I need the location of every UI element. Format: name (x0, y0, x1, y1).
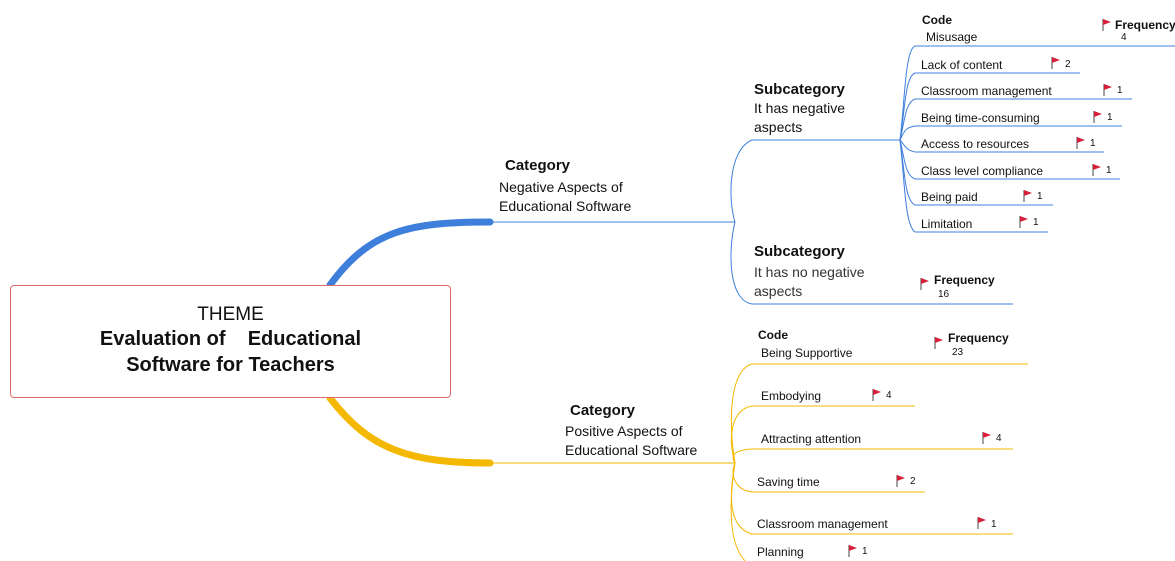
code-count: 1 (862, 546, 868, 557)
flag-icon (934, 337, 943, 349)
code-count: 1 (1090, 138, 1096, 149)
code-label[interactable]: Lack of content (921, 58, 1003, 72)
code-count: 2 (1065, 59, 1071, 70)
flag-icon (1102, 19, 1111, 31)
positive-category-line2: Educational Software (565, 442, 698, 458)
positive-category-header: Category (570, 402, 636, 419)
code-label[interactable]: Attracting attention (761, 432, 862, 446)
code-count: 2 (910, 476, 916, 487)
code-label[interactable]: Classroom management (757, 517, 888, 531)
positive-category-line1: Positive Aspects of (565, 423, 683, 439)
negative-code-underlines (915, 45, 1175, 233)
flag-icon (896, 475, 905, 487)
code-label[interactable]: Planning (757, 545, 804, 559)
flag-icon (977, 517, 986, 529)
flag-icon (1023, 190, 1032, 202)
sub2-frequency-header: Frequency (934, 273, 995, 287)
negative-sub2-line2: aspects (754, 283, 803, 299)
theme-node[interactable]: THEME Evaluation of Educational Software… (10, 285, 451, 398)
code-count: 1 (1107, 112, 1113, 123)
negative-sub1-line1: It has negative (754, 100, 846, 116)
negative-sub2-header: Subcategory (754, 243, 845, 260)
flag-icon (920, 278, 929, 290)
code-label[interactable]: Embodying (761, 389, 822, 403)
code-label[interactable]: Access to resources (921, 137, 1030, 151)
flag-icon (872, 389, 881, 401)
negative-code-connectors (899, 45, 916, 233)
code-label[interactable]: Being time-consuming (921, 111, 1040, 125)
code-count: 1 (1106, 165, 1112, 176)
negative-code-header: Code (922, 13, 952, 27)
code-count: 4 (1121, 32, 1127, 43)
negative-main-branch (326, 218, 494, 289)
negative-category-line2: Educational Software (499, 198, 632, 214)
flag-icon (1076, 137, 1085, 149)
code-label[interactable]: Being Supportive (761, 346, 853, 360)
flag-icon (1103, 84, 1112, 96)
flag-icon (1019, 216, 1028, 228)
flag-icon (1051, 57, 1060, 69)
code-label[interactable]: Saving time (757, 475, 820, 489)
code-count: 4 (996, 433, 1002, 444)
code-count: 1 (1117, 85, 1123, 96)
flag-icon (848, 545, 857, 557)
negative-sub2-line1: It has no negative (754, 264, 865, 280)
theme-title-line1: Evaluation of Educational (99, 328, 362, 350)
flag-icon (1092, 164, 1101, 176)
code-count: 4 (886, 390, 892, 401)
code-count: 1 (1033, 217, 1039, 228)
negative-frequency-header: Frequency (1115, 18, 1175, 32)
positive-code-header: Code (758, 328, 788, 342)
code-label[interactable]: Class level compliance (921, 164, 1044, 178)
positive-code-underlines (752, 363, 1028, 535)
sub2-count: 16 (938, 289, 950, 300)
negative-sub-connector (730, 139, 753, 223)
negative-sub1-header: Subcategory (754, 81, 845, 98)
code-label[interactable]: Limitation (921, 217, 973, 231)
negative-category-line1: Negative Aspects of (499, 179, 623, 195)
negative-sub1-line2: aspects (754, 119, 803, 135)
negative-sub2-connector (730, 221, 753, 305)
flag-icon (1093, 111, 1102, 123)
positive-code-connectors (730, 363, 753, 561)
negative-category-header: Category (505, 157, 571, 174)
theme-title-line2: Software for Teachers (126, 354, 335, 376)
positive-main-branch (326, 394, 494, 467)
code-count: 1 (1037, 191, 1043, 202)
code-label[interactable]: Classroom management (921, 84, 1052, 98)
theme-label: THEME (197, 304, 264, 325)
code-count: 1 (991, 519, 997, 530)
code-label[interactable]: Being paid (921, 190, 978, 204)
flag-icon (982, 432, 991, 444)
positive-frequency-header: Frequency (948, 331, 1009, 345)
code-count: 23 (952, 347, 964, 358)
code-label[interactable]: Misusage (926, 30, 978, 44)
